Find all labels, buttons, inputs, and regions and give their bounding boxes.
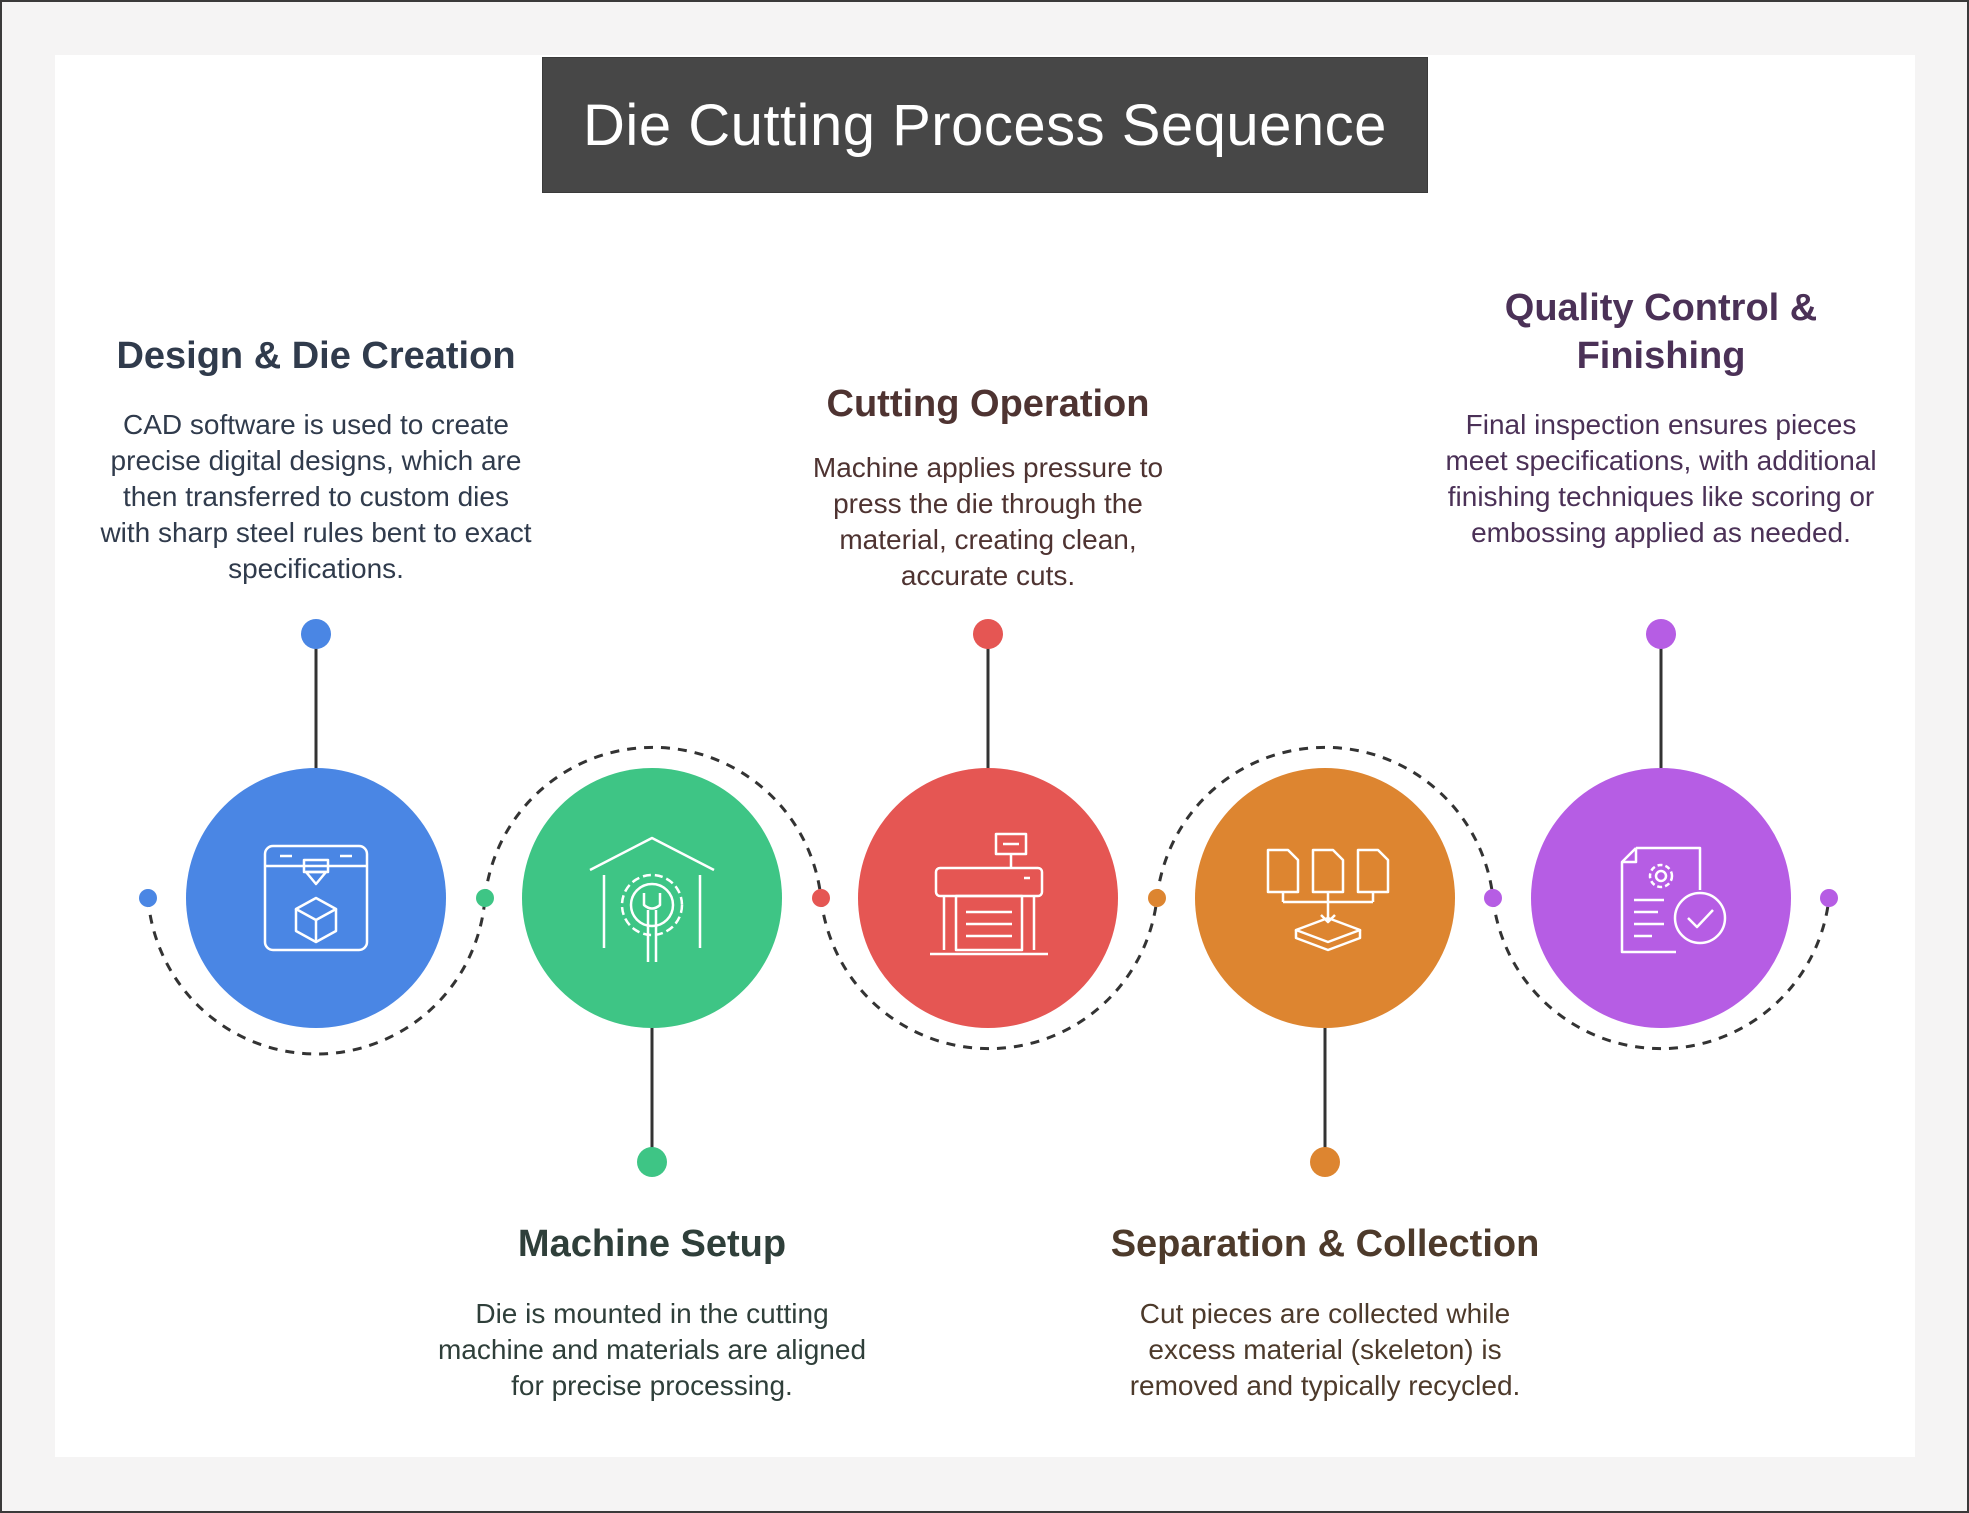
step-4-title: Separation & Collection [1110, 1223, 1540, 1265]
step-4-arc-dot [1148, 889, 1166, 907]
dashed-arc-4 [1155, 745, 1495, 899]
cutting-machine-icon [930, 832, 1048, 956]
step-3-description: Machine applies pressure to press the di… [812, 452, 1164, 591]
step-1-description: CAD software is used to create precise d… [100, 409, 532, 584]
dashed-arc-2 [483, 745, 823, 899]
document-gear-check-icon [1620, 846, 1727, 954]
step-5-node [1484, 619, 1838, 1028]
dashed-arc-5 [1491, 897, 1831, 1051]
dashed-arc-1 [146, 897, 487, 1056]
step-1-top-dot [301, 619, 331, 649]
step-1-title: Design & Die Creation [116, 335, 516, 377]
step-2-circle [522, 768, 782, 1028]
step-5-title: Quality Control & Finishing [1504, 287, 1818, 377]
gear-wrench-house-icon [589, 836, 715, 962]
step-3-node [812, 619, 1118, 1028]
documents-to-tray-icon [1266, 848, 1390, 952]
page-title: Die Cutting Process Sequence [583, 92, 1387, 158]
step-4-bottom-dot [1310, 1147, 1340, 1177]
step-4-circle [1195, 768, 1455, 1028]
3d-printer-cube-icon [263, 844, 369, 952]
step-2-arc-dot [476, 889, 494, 907]
step-4-description: Cut pieces are collected while excess ma… [1129, 1298, 1521, 1401]
step-3-arc-dot [812, 889, 830, 907]
infographic-canvas [55, 55, 1915, 1457]
step-1-arc-dot [139, 889, 157, 907]
step-3-title: Cutting Operation [826, 383, 1150, 425]
step-1-node [139, 619, 446, 1028]
title-banner: Die Cutting Process Sequence [542, 57, 1428, 193]
dashed-arc-3 [819, 897, 1159, 1051]
dashed-connectors [146, 745, 1831, 1056]
step-2-title: Machine Setup [517, 1223, 787, 1265]
step-2-bottom-dot [637, 1147, 667, 1177]
step-3-top-dot [973, 619, 1003, 649]
step-3-circle [858, 768, 1118, 1028]
end-arc-dot [1820, 889, 1838, 907]
step-5-arc-dot [1484, 889, 1502, 907]
step-5-circle [1531, 768, 1791, 1028]
step-2-node [476, 768, 782, 1177]
step-5-description: Final inspection ensures pieces meet spe… [1445, 409, 1877, 548]
step-4-node [1148, 768, 1455, 1177]
step-2-description: Die is mounted in the cutting machine an… [437, 1298, 867, 1401]
step-5-top-dot [1646, 619, 1676, 649]
